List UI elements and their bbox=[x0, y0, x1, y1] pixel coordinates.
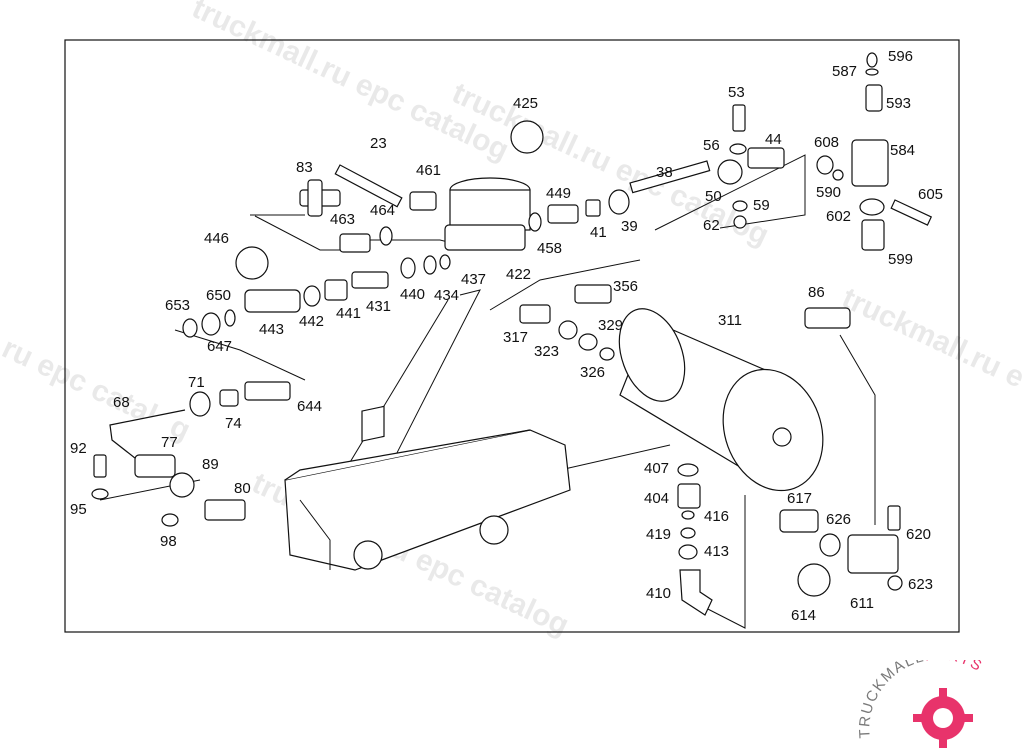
part-label: 626 bbox=[826, 511, 851, 528]
part-label: 614 bbox=[791, 607, 816, 624]
part-label: 442 bbox=[299, 313, 324, 330]
part-label: 407 bbox=[644, 460, 669, 477]
part-label: 56 bbox=[703, 137, 720, 154]
part-label: 77 bbox=[161, 434, 178, 451]
part-label: 23 bbox=[370, 135, 387, 152]
bus-illustration bbox=[284, 405, 571, 571]
part-label: 449 bbox=[546, 185, 571, 202]
part-label: 59 bbox=[753, 197, 770, 214]
part-label: 461 bbox=[416, 162, 441, 179]
part-label: 38 bbox=[656, 164, 673, 181]
part-label: 62 bbox=[703, 217, 720, 234]
part-labels: 425 23 461 83 464 463 446 449 458 41 39 … bbox=[70, 48, 943, 624]
part-label: 419 bbox=[646, 526, 671, 543]
part-label: 74 bbox=[225, 415, 242, 432]
part-label: 410 bbox=[646, 585, 671, 602]
part-label: 317 bbox=[503, 329, 528, 346]
part-label: 311 bbox=[718, 312, 742, 329]
part-label: 463 bbox=[330, 211, 355, 228]
part-label: 71 bbox=[188, 374, 205, 391]
part-label: 329 bbox=[598, 317, 623, 334]
part-label: 44 bbox=[765, 131, 782, 148]
part-label: 425 bbox=[513, 95, 538, 112]
part-label: 89 bbox=[202, 456, 219, 473]
part-label: 80 bbox=[234, 480, 251, 497]
part-label: 650 bbox=[206, 287, 231, 304]
parts bbox=[91, 52, 933, 616]
part-label: 587 bbox=[832, 63, 857, 80]
part-label: 326 bbox=[580, 364, 605, 381]
part-label: 590 bbox=[816, 184, 841, 201]
part-label: 617 bbox=[787, 490, 812, 507]
part-label: 39 bbox=[621, 218, 638, 235]
part-label: 458 bbox=[537, 240, 562, 257]
brand-logo: TRUCKMALLPARTS bbox=[858, 660, 986, 748]
part-label: 608 bbox=[814, 134, 839, 151]
part-label: 602 bbox=[826, 208, 851, 225]
part-label: 323 bbox=[534, 343, 559, 360]
part-label: 95 bbox=[70, 501, 87, 518]
part-label: 443 bbox=[259, 321, 284, 338]
part-label: 41 bbox=[590, 224, 607, 241]
part-label: 647 bbox=[207, 338, 232, 355]
part-label: 404 bbox=[644, 490, 669, 507]
part-label: 53 bbox=[728, 84, 745, 101]
part-label: 596 bbox=[888, 48, 913, 65]
part-label: 98 bbox=[160, 533, 177, 550]
part-label: 83 bbox=[296, 159, 313, 176]
gear-piston-icon bbox=[913, 688, 973, 748]
part-label: 593 bbox=[886, 95, 911, 112]
part-label: 92 bbox=[70, 440, 87, 457]
part-label: 623 bbox=[908, 576, 933, 593]
part-label: 441 bbox=[336, 305, 361, 322]
part-label: 413 bbox=[704, 543, 729, 560]
part-label: 431 bbox=[366, 298, 391, 315]
brand-text: TRUCKMALLPARTS bbox=[858, 660, 986, 739]
part-label: 437 bbox=[461, 271, 486, 288]
part-label: 446 bbox=[204, 230, 229, 247]
diagram-frame bbox=[64, 39, 960, 633]
part-label: 611 bbox=[850, 595, 874, 612]
part-label: 605 bbox=[918, 186, 943, 203]
part-label: 599 bbox=[888, 251, 913, 268]
part-label: 620 bbox=[906, 526, 931, 543]
part-label: 434 bbox=[434, 287, 459, 304]
part-label: 644 bbox=[297, 398, 322, 415]
part-label: 464 bbox=[370, 202, 395, 219]
part-label: 422 bbox=[506, 266, 531, 283]
part-label: 416 bbox=[704, 508, 729, 525]
part-label: 86 bbox=[808, 284, 825, 301]
part-label: 68 bbox=[113, 394, 130, 411]
part-label: 653 bbox=[165, 297, 190, 314]
part-label: 50 bbox=[705, 188, 722, 205]
part-label: 356 bbox=[613, 278, 638, 295]
part-label: 584 bbox=[890, 142, 915, 159]
part-label: 440 bbox=[400, 286, 425, 303]
